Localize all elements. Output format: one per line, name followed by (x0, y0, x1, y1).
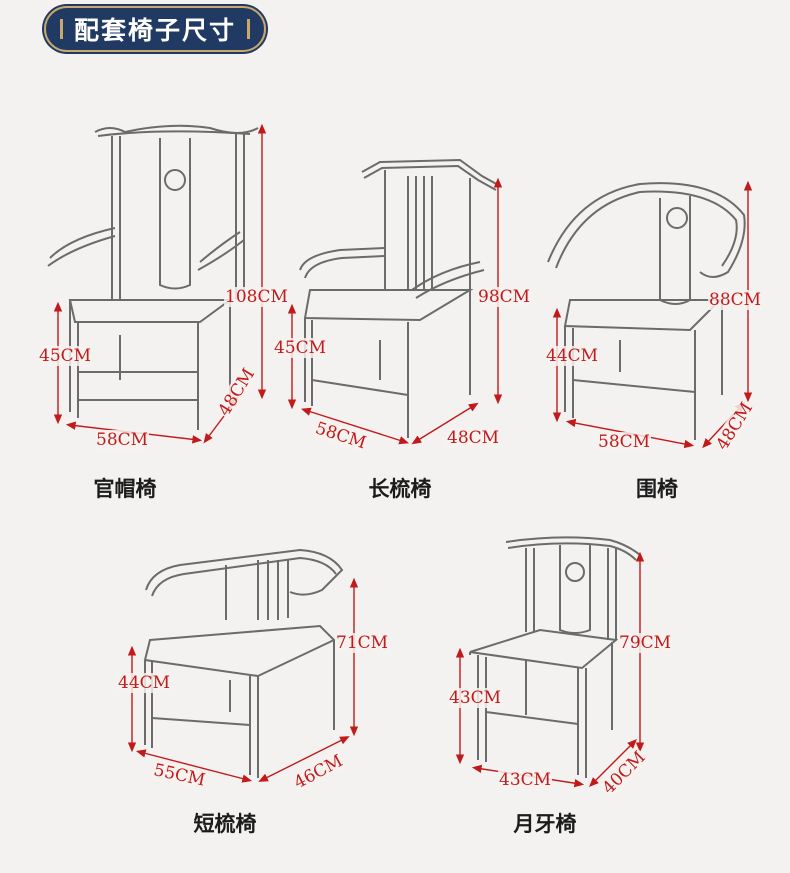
chair-4-name: 短梳椅 (193, 812, 257, 836)
section-title-badge: 配套椅子尺寸 (44, 6, 266, 52)
chair-4-seat-height: 44CM (117, 673, 172, 693)
section-title: 配套椅子尺寸 (73, 16, 236, 45)
chair-4-height: 71CM (335, 633, 390, 653)
chair-3-height: 88CM (708, 290, 763, 310)
chair-3-name: 围椅 (636, 477, 678, 501)
chair-2-depth: 48CM (446, 428, 501, 448)
chair-3-seat-height: 44CM (545, 346, 600, 366)
chair-5-seat-height: 43CM (448, 688, 503, 708)
badge-right-ornament (247, 19, 250, 39)
chair-5-name: 月牙椅 (513, 812, 577, 836)
chair-1-drawing (47, 124, 259, 430)
chair-5-drawing (469, 536, 641, 778)
chair-2-height: 98CM (477, 287, 532, 307)
chair-1-width: 58CM (95, 430, 150, 450)
chair-5-width: 43CM (498, 770, 553, 790)
chair-1-seat-height: 45CM (38, 346, 93, 366)
badge-left-ornament (60, 19, 63, 39)
chair-2-name: 长梳椅 (368, 477, 432, 501)
chair-5-height: 79CM (618, 633, 673, 653)
chair-4-drawing (143, 548, 344, 778)
chair-3-drawing (547, 182, 746, 440)
chair-1-name: 官帽椅 (93, 477, 157, 501)
chair-2-drawing (299, 158, 501, 438)
chair-1-height: 108CM (224, 287, 289, 307)
chair-3-width: 58CM (597, 432, 652, 452)
chair-2-seat-height: 45CM (273, 338, 328, 358)
